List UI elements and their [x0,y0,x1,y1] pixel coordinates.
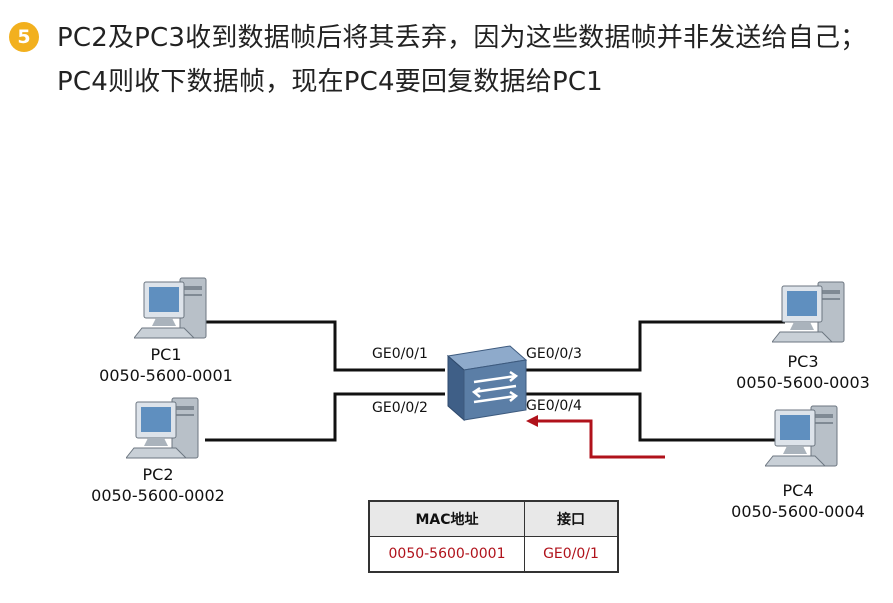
step-number-badge: 5 [9,22,39,52]
mac-address-table: MAC地址 接口 0050-5600-0001 GE0/0/1 [368,500,619,573]
link-pc1 [205,320,445,372]
switch-icon [446,345,528,422]
pc4-name: PC4 [782,481,814,500]
table-row: 0050-5600-0001 GE0/0/1 [368,536,619,573]
step-description-line1: PC2及PC3收到数据帧后将其丢弃，因为这些数据帧并非发送给自己； [57,23,867,53]
mac-column-header: MAC地址 [368,500,525,537]
port-column-header: 接口 [524,500,619,537]
port-label-ge004: GE0/0/4 [526,398,582,414]
computer-icon [126,397,199,459]
link-pc4 [522,392,785,442]
pc3-mac: 0050-5600-0003 [736,373,870,392]
computer-icon [765,405,838,467]
mac-entry-value: 0050-5600-0001 [368,536,525,573]
link-pc2 [205,392,445,442]
port-label-ge003: GE0/0/3 [526,346,582,362]
step-description-line2: PC4则收下数据帧，现在PC4要回复数据给PC1 [57,67,603,97]
computer-icon [134,277,207,339]
pc1-mac: 0050-5600-0001 [99,366,233,385]
pc4-mac: 0050-5600-0004 [731,502,865,521]
table-header-row: MAC地址 接口 [368,500,619,537]
pc3-name: PC3 [787,352,819,371]
pc1-name: PC1 [150,345,182,364]
port-entry-value: GE0/0/1 [524,536,619,573]
port-label-ge002: GE0/0/2 [372,400,428,416]
link-pc3 [522,320,785,372]
pc2-name: PC2 [142,465,174,484]
port-label-ge001: GE0/0/1 [372,346,428,362]
traffic-arrowhead [526,415,538,427]
pc2-mac: 0050-5600-0002 [91,486,225,505]
computer-icon [772,281,845,343]
traffic-arrow [536,419,665,459]
